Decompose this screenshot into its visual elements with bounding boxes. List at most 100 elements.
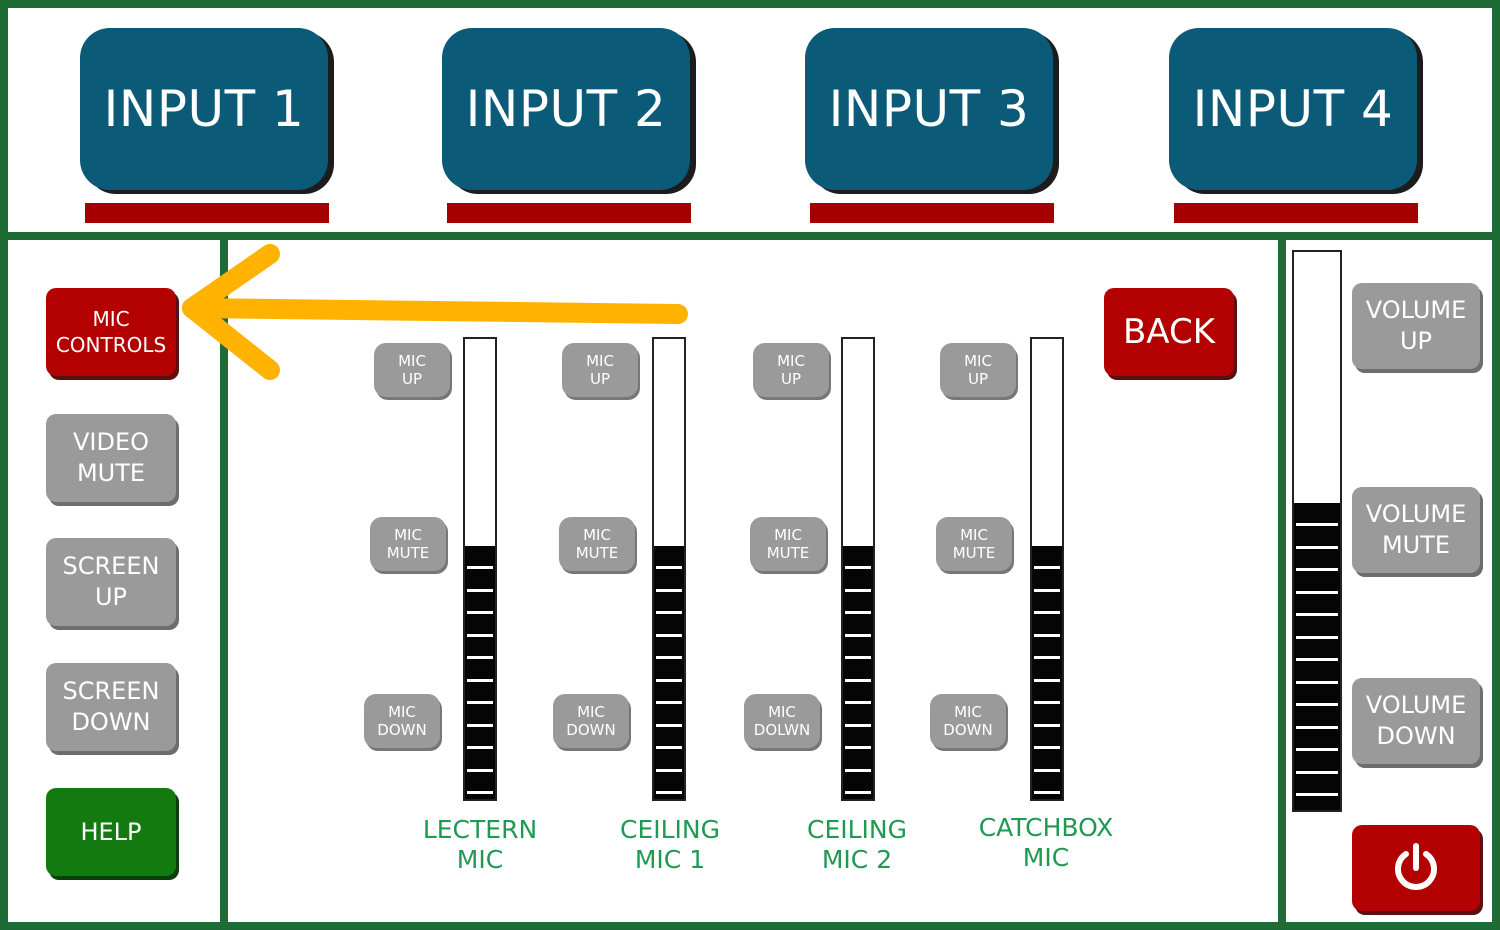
level-tick <box>467 679 493 682</box>
level-tick <box>845 679 871 682</box>
power-button[interactable] <box>1352 825 1480 911</box>
level-tick <box>1034 611 1060 614</box>
mic-level-meter <box>841 337 875 801</box>
level-tick <box>1296 771 1338 774</box>
mic-channel-label: CEILING MIC 2 <box>807 815 907 874</box>
level-tick <box>467 791 493 794</box>
help-button[interactable]: HELP <box>46 788 176 876</box>
mic-mute-button[interactable]: MIC MUTE <box>559 517 635 571</box>
mic-mute-button[interactable]: MIC MUTE <box>370 517 446 571</box>
level-fill <box>465 546 495 799</box>
mic-level-meter <box>652 337 686 801</box>
level-tick <box>1034 589 1060 592</box>
level-tick <box>1034 679 1060 682</box>
level-tick <box>1296 793 1338 796</box>
mic-mute-button[interactable]: MIC MUTE <box>936 517 1012 571</box>
level-fill <box>654 546 684 799</box>
level-tick <box>1296 703 1338 706</box>
level-tick <box>656 611 682 614</box>
volume-up-button[interactable]: VOLUME UP <box>1352 283 1480 369</box>
level-fill <box>1032 546 1062 799</box>
level-tick <box>845 791 871 794</box>
input-2-button[interactable]: INPUT 2 <box>442 28 690 190</box>
mic-up-button[interactable]: MIC UP <box>562 343 638 397</box>
mic-level-meter <box>1030 337 1064 801</box>
volume-mute-button[interactable]: VOLUME MUTE <box>1352 487 1480 573</box>
volume-down-button[interactable]: VOLUME DOWN <box>1352 678 1480 764</box>
level-tick <box>1034 701 1060 704</box>
level-tick <box>656 791 682 794</box>
input-4-indicator <box>1174 203 1418 223</box>
level-tick <box>845 724 871 727</box>
level-tick <box>1034 566 1060 569</box>
level-tick <box>1296 568 1338 571</box>
video-mute-button[interactable]: VIDEO MUTE <box>46 414 176 502</box>
mic-channel-label: CEILING MIC 1 <box>620 815 720 874</box>
level-tick <box>467 701 493 704</box>
level-tick <box>1296 636 1338 639</box>
level-fill <box>843 546 873 799</box>
level-tick <box>1296 681 1338 684</box>
level-tick <box>1034 769 1060 772</box>
input-1-button[interactable]: INPUT 1 <box>80 28 328 190</box>
level-tick <box>1296 591 1338 594</box>
level-tick <box>1034 656 1060 659</box>
level-tick <box>1296 523 1338 526</box>
mic-down-button[interactable]: MIC DOWN <box>364 694 440 748</box>
volume-panel <box>1278 232 1500 930</box>
level-tick <box>845 589 871 592</box>
input-3-indicator <box>810 203 1054 223</box>
level-tick <box>845 701 871 704</box>
level-tick <box>656 634 682 637</box>
level-tick <box>1296 748 1338 751</box>
input-3-button[interactable]: INPUT 3 <box>805 28 1053 190</box>
mic-down-button[interactable]: MIC DOWN <box>553 694 629 748</box>
level-tick <box>845 656 871 659</box>
level-tick <box>845 634 871 637</box>
mic-up-button[interactable]: MIC UP <box>940 343 1016 397</box>
mic-channel-label: CATCHBOX MIC <box>978 813 1114 872</box>
mic-channel-label: LECTERN MIC <box>422 815 538 874</box>
level-tick <box>1296 546 1338 549</box>
level-tick <box>467 589 493 592</box>
screen-down-button[interactable]: SCREEN DOWN <box>46 663 176 751</box>
level-fill <box>1294 503 1340 810</box>
level-tick <box>467 611 493 614</box>
level-tick <box>656 769 682 772</box>
input-1-indicator <box>85 203 329 223</box>
mic-mute-button[interactable]: MIC MUTE <box>750 517 826 571</box>
level-tick <box>656 724 682 727</box>
volume-level-meter <box>1292 250 1342 812</box>
level-tick <box>1034 746 1060 749</box>
power-icon <box>1395 843 1437 890</box>
level-tick <box>845 611 871 614</box>
level-tick <box>1034 724 1060 727</box>
level-tick <box>656 679 682 682</box>
level-tick <box>845 566 871 569</box>
input-4-button[interactable]: INPUT 4 <box>1169 28 1417 190</box>
level-tick <box>1296 658 1338 661</box>
level-tick <box>467 724 493 727</box>
level-tick <box>656 589 682 592</box>
mic-down-button[interactable]: MIC DOLWN <box>744 694 820 748</box>
level-tick <box>467 656 493 659</box>
level-tick <box>467 769 493 772</box>
back-button[interactable]: BACK <box>1104 288 1234 376</box>
level-tick <box>656 656 682 659</box>
level-tick <box>656 701 682 704</box>
mic-up-button[interactable]: MIC UP <box>374 343 450 397</box>
mic-controls-button[interactable]: MIC CONTROLS <box>46 288 176 376</box>
level-tick <box>656 566 682 569</box>
level-tick <box>845 746 871 749</box>
arrow-left-icon <box>182 244 688 380</box>
level-tick <box>1034 791 1060 794</box>
level-tick <box>467 566 493 569</box>
input-2-indicator <box>447 203 691 223</box>
level-tick <box>1034 634 1060 637</box>
level-tick <box>656 746 682 749</box>
screen-up-button[interactable]: SCREEN UP <box>46 538 176 626</box>
level-tick <box>1296 726 1338 729</box>
mic-up-button[interactable]: MIC UP <box>753 343 829 397</box>
mic-down-button[interactable]: MIC DOWN <box>930 694 1006 748</box>
level-tick <box>1296 613 1338 616</box>
